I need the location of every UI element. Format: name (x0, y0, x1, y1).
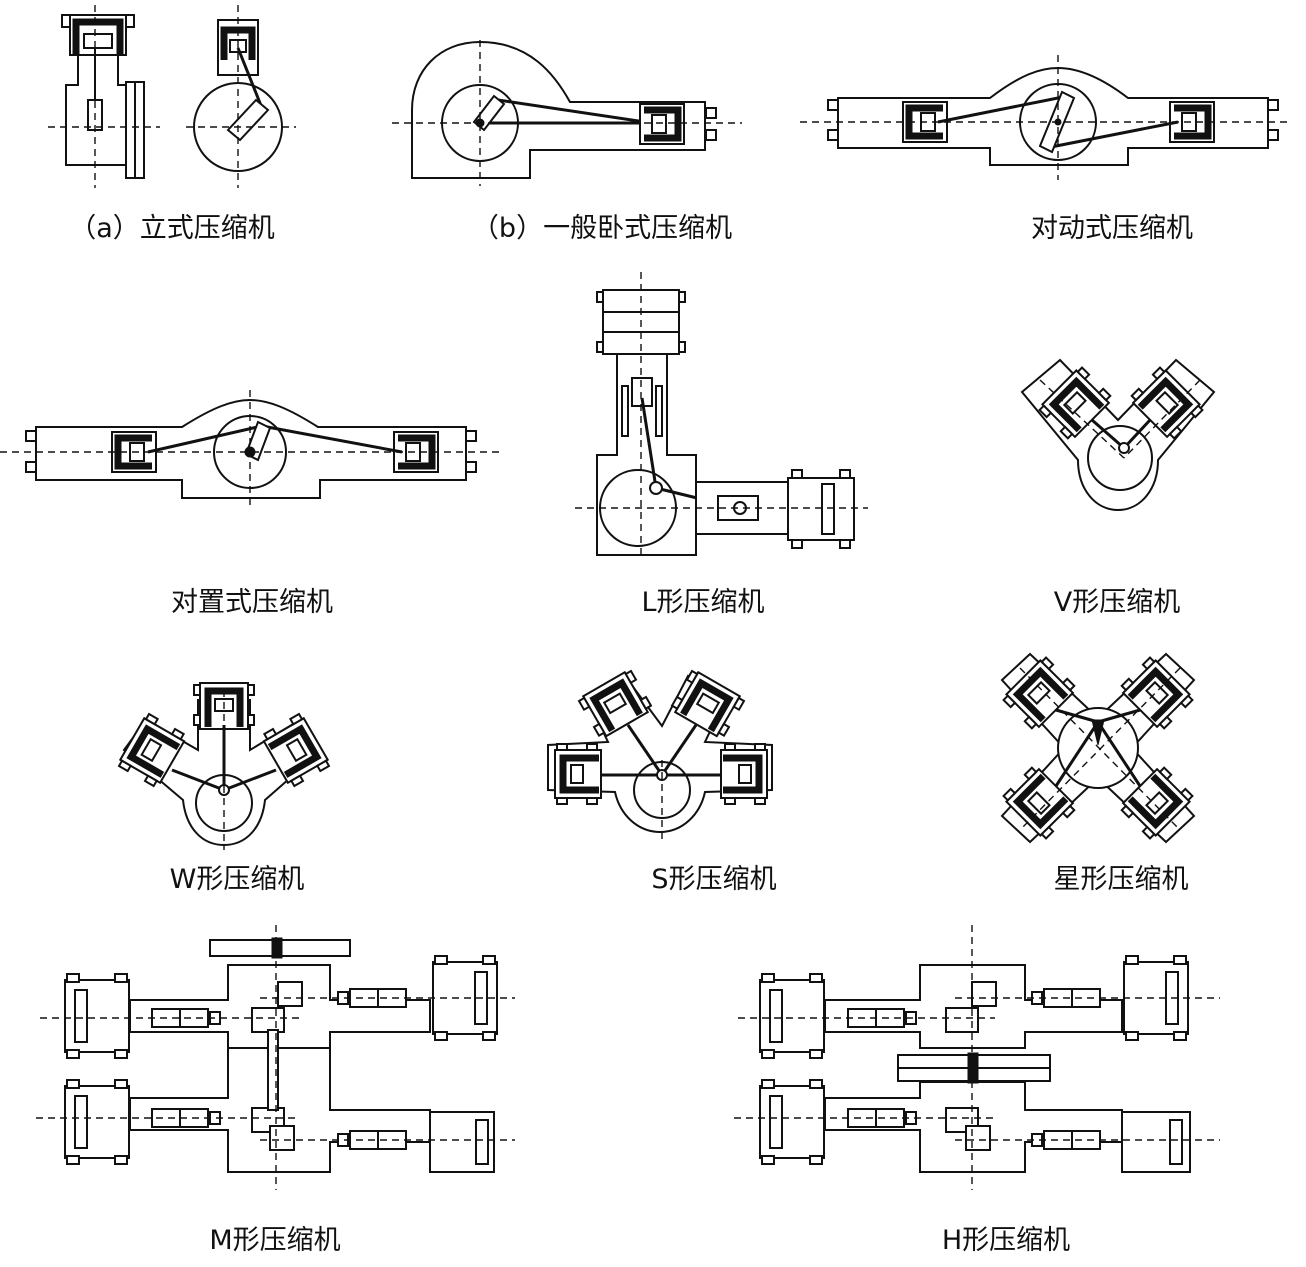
caption-star-type-compressor: 星形压缩机 (1053, 864, 1189, 895)
caption-l-type-compressor: L形压缩机 (641, 587, 765, 618)
w-type-compressor (117, 683, 330, 850)
caption-s-type-compressor: S形压缩机 (651, 864, 777, 895)
caption-opposed-compressor: 对动式压缩机 (1031, 213, 1193, 244)
caption-counter-compressor: 对置式压缩机 (171, 587, 333, 618)
caption-m-type-compressor: M形压缩机 (209, 1225, 341, 1256)
horizontal-compressor (392, 40, 742, 186)
star-type-compressor (1002, 652, 1194, 844)
h-type-compressor (734, 925, 1220, 1190)
m-type-compressor (36, 925, 515, 1190)
caption-vertical-compressor: （a）立式压缩机 (69, 213, 275, 244)
caption-v-type-compressor: V形压缩机 (1053, 587, 1181, 618)
vertical-compressor (48, 5, 296, 188)
caption-horizontal-compressor: （b）一般卧式压缩机 (471, 213, 733, 244)
counter-compressor (0, 390, 500, 510)
l-type-compressor (575, 272, 868, 560)
caption-w-type-compressor: W形压缩机 (169, 864, 305, 895)
opposed-compressor (800, 55, 1290, 180)
s-type-compressor (547, 669, 773, 840)
v-type-compressor (1020, 358, 1216, 512)
caption-h-type-compressor: H形压缩机 (941, 1225, 1071, 1256)
